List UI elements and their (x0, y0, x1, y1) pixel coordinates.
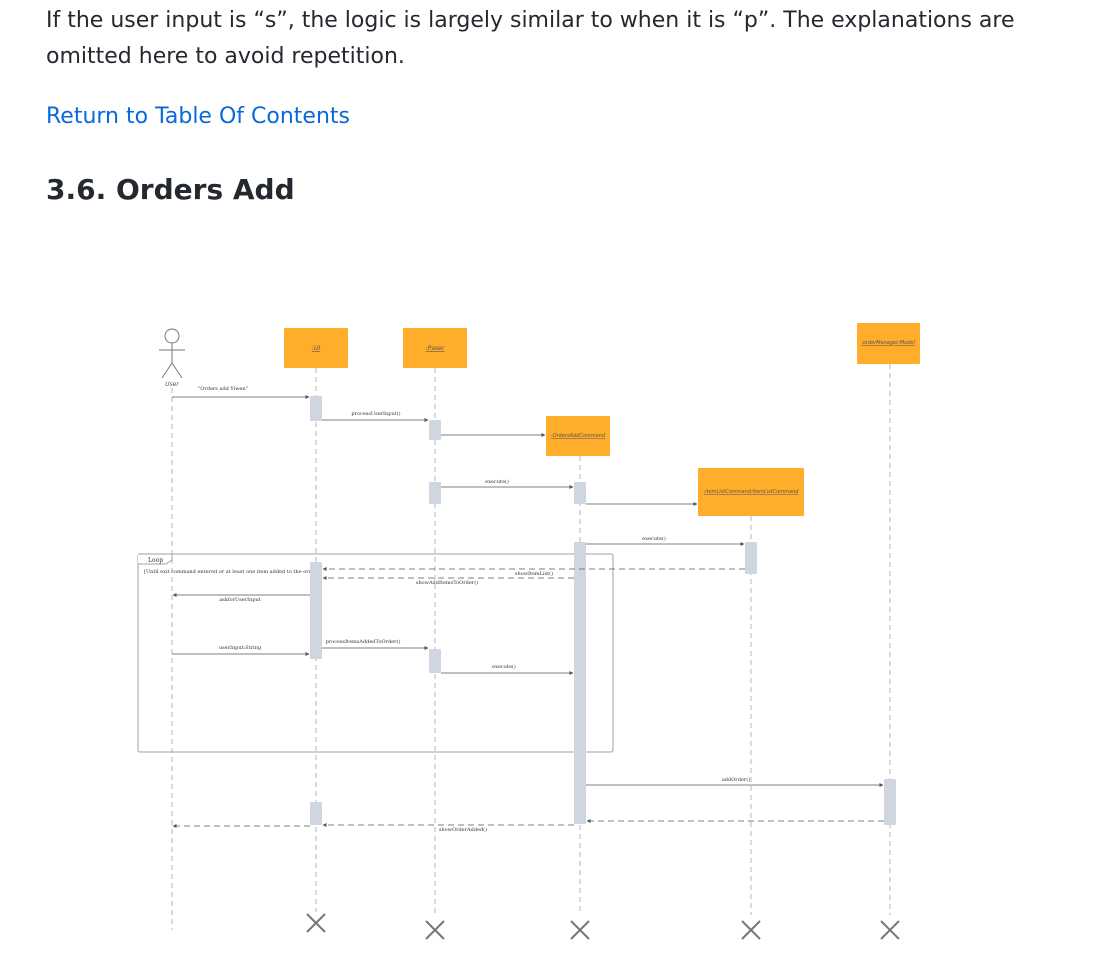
participant-parser: :Paser (403, 328, 467, 368)
msg-show-order-added-label: showOrderAdded() (439, 826, 487, 833)
participant-order-manager-label: :orderManager:Model (861, 340, 915, 346)
destroy-parser-icon (425, 920, 445, 940)
msg-execute-2-label: execute() (642, 535, 666, 542)
msg-execute-1-label: execute() (485, 478, 509, 485)
activation-parser-3 (429, 649, 441, 673)
return-to-toc-link[interactable]: Return to Table Of Contents (46, 104, 350, 129)
messages (172, 395, 884, 828)
activation-ui-1 (310, 396, 322, 421)
activation-ui-3 (310, 802, 322, 825)
intro-paragraph: If the user input is “s”, the logic is l… (46, 8, 1015, 69)
msg-orders-add-label: "Orders add Yiwen" (198, 386, 248, 392)
participant-ui-label: :UI (312, 345, 320, 352)
activation-parser-1 (429, 420, 441, 440)
section-heading: 3.6. Orders Add (46, 173, 295, 206)
activation-orders-add-command-1 (574, 482, 586, 504)
activation-bars (310, 396, 896, 825)
participant-item-list-command: :itemListCommand:ItemListCommand (698, 468, 804, 516)
activation-orders-add-command-2 (574, 542, 586, 824)
activation-order-manager (884, 779, 896, 825)
msg-user-input-label: userInput:String (219, 645, 262, 651)
lifelines (171, 364, 891, 930)
destroy-ui-icon (306, 913, 326, 933)
participant-item-list-command-label: :itemListCommand:ItemListCommand (704, 489, 800, 495)
activation-item-list-command (745, 542, 757, 574)
destroy-order-manager-icon (880, 920, 900, 940)
loop-label: Loop (148, 557, 163, 564)
activation-parser-2 (429, 482, 441, 504)
participant-order-manager: :orderManager:Model (857, 323, 920, 364)
participant-orders-add-command: :OrdersAddCommand (546, 416, 610, 456)
message-labels: "Orders add Yiwen" processUserInput() ex… (198, 386, 750, 833)
msg-execute-3-label: execute() (492, 663, 516, 670)
participant-parser-label: :Paser (426, 345, 445, 352)
msg-show-add-items-to-order-label: showAddItemsToOrder() (416, 579, 478, 586)
msg-process-items-added-to-order-label: processItemsAddedToOrder() (326, 638, 401, 645)
destroy-item-list-command-icon (741, 920, 761, 940)
msg-show-item-list-label: showItemList() (515, 570, 553, 577)
activation-ui-2 (310, 562, 322, 659)
user-actor (159, 328, 185, 379)
msg-process-user-input-label: processUserInput() (351, 410, 400, 417)
loop-guard: [Until exit command entered or at least … (144, 569, 319, 575)
msg-ask-for-user-input-label: askforUserInput (219, 597, 261, 603)
destroy-orders-add-command-icon (570, 920, 590, 940)
msg-add-order-label: addOrder() (722, 776, 750, 783)
destruction-markers (306, 913, 900, 940)
actor-label: User (165, 381, 179, 388)
participant-orders-add-command-label: :OrdersAddCommand (551, 433, 606, 439)
participant-ui: :UI (284, 328, 348, 368)
loop-frame: Loop [Until exit command entered or at l… (137, 553, 614, 753)
